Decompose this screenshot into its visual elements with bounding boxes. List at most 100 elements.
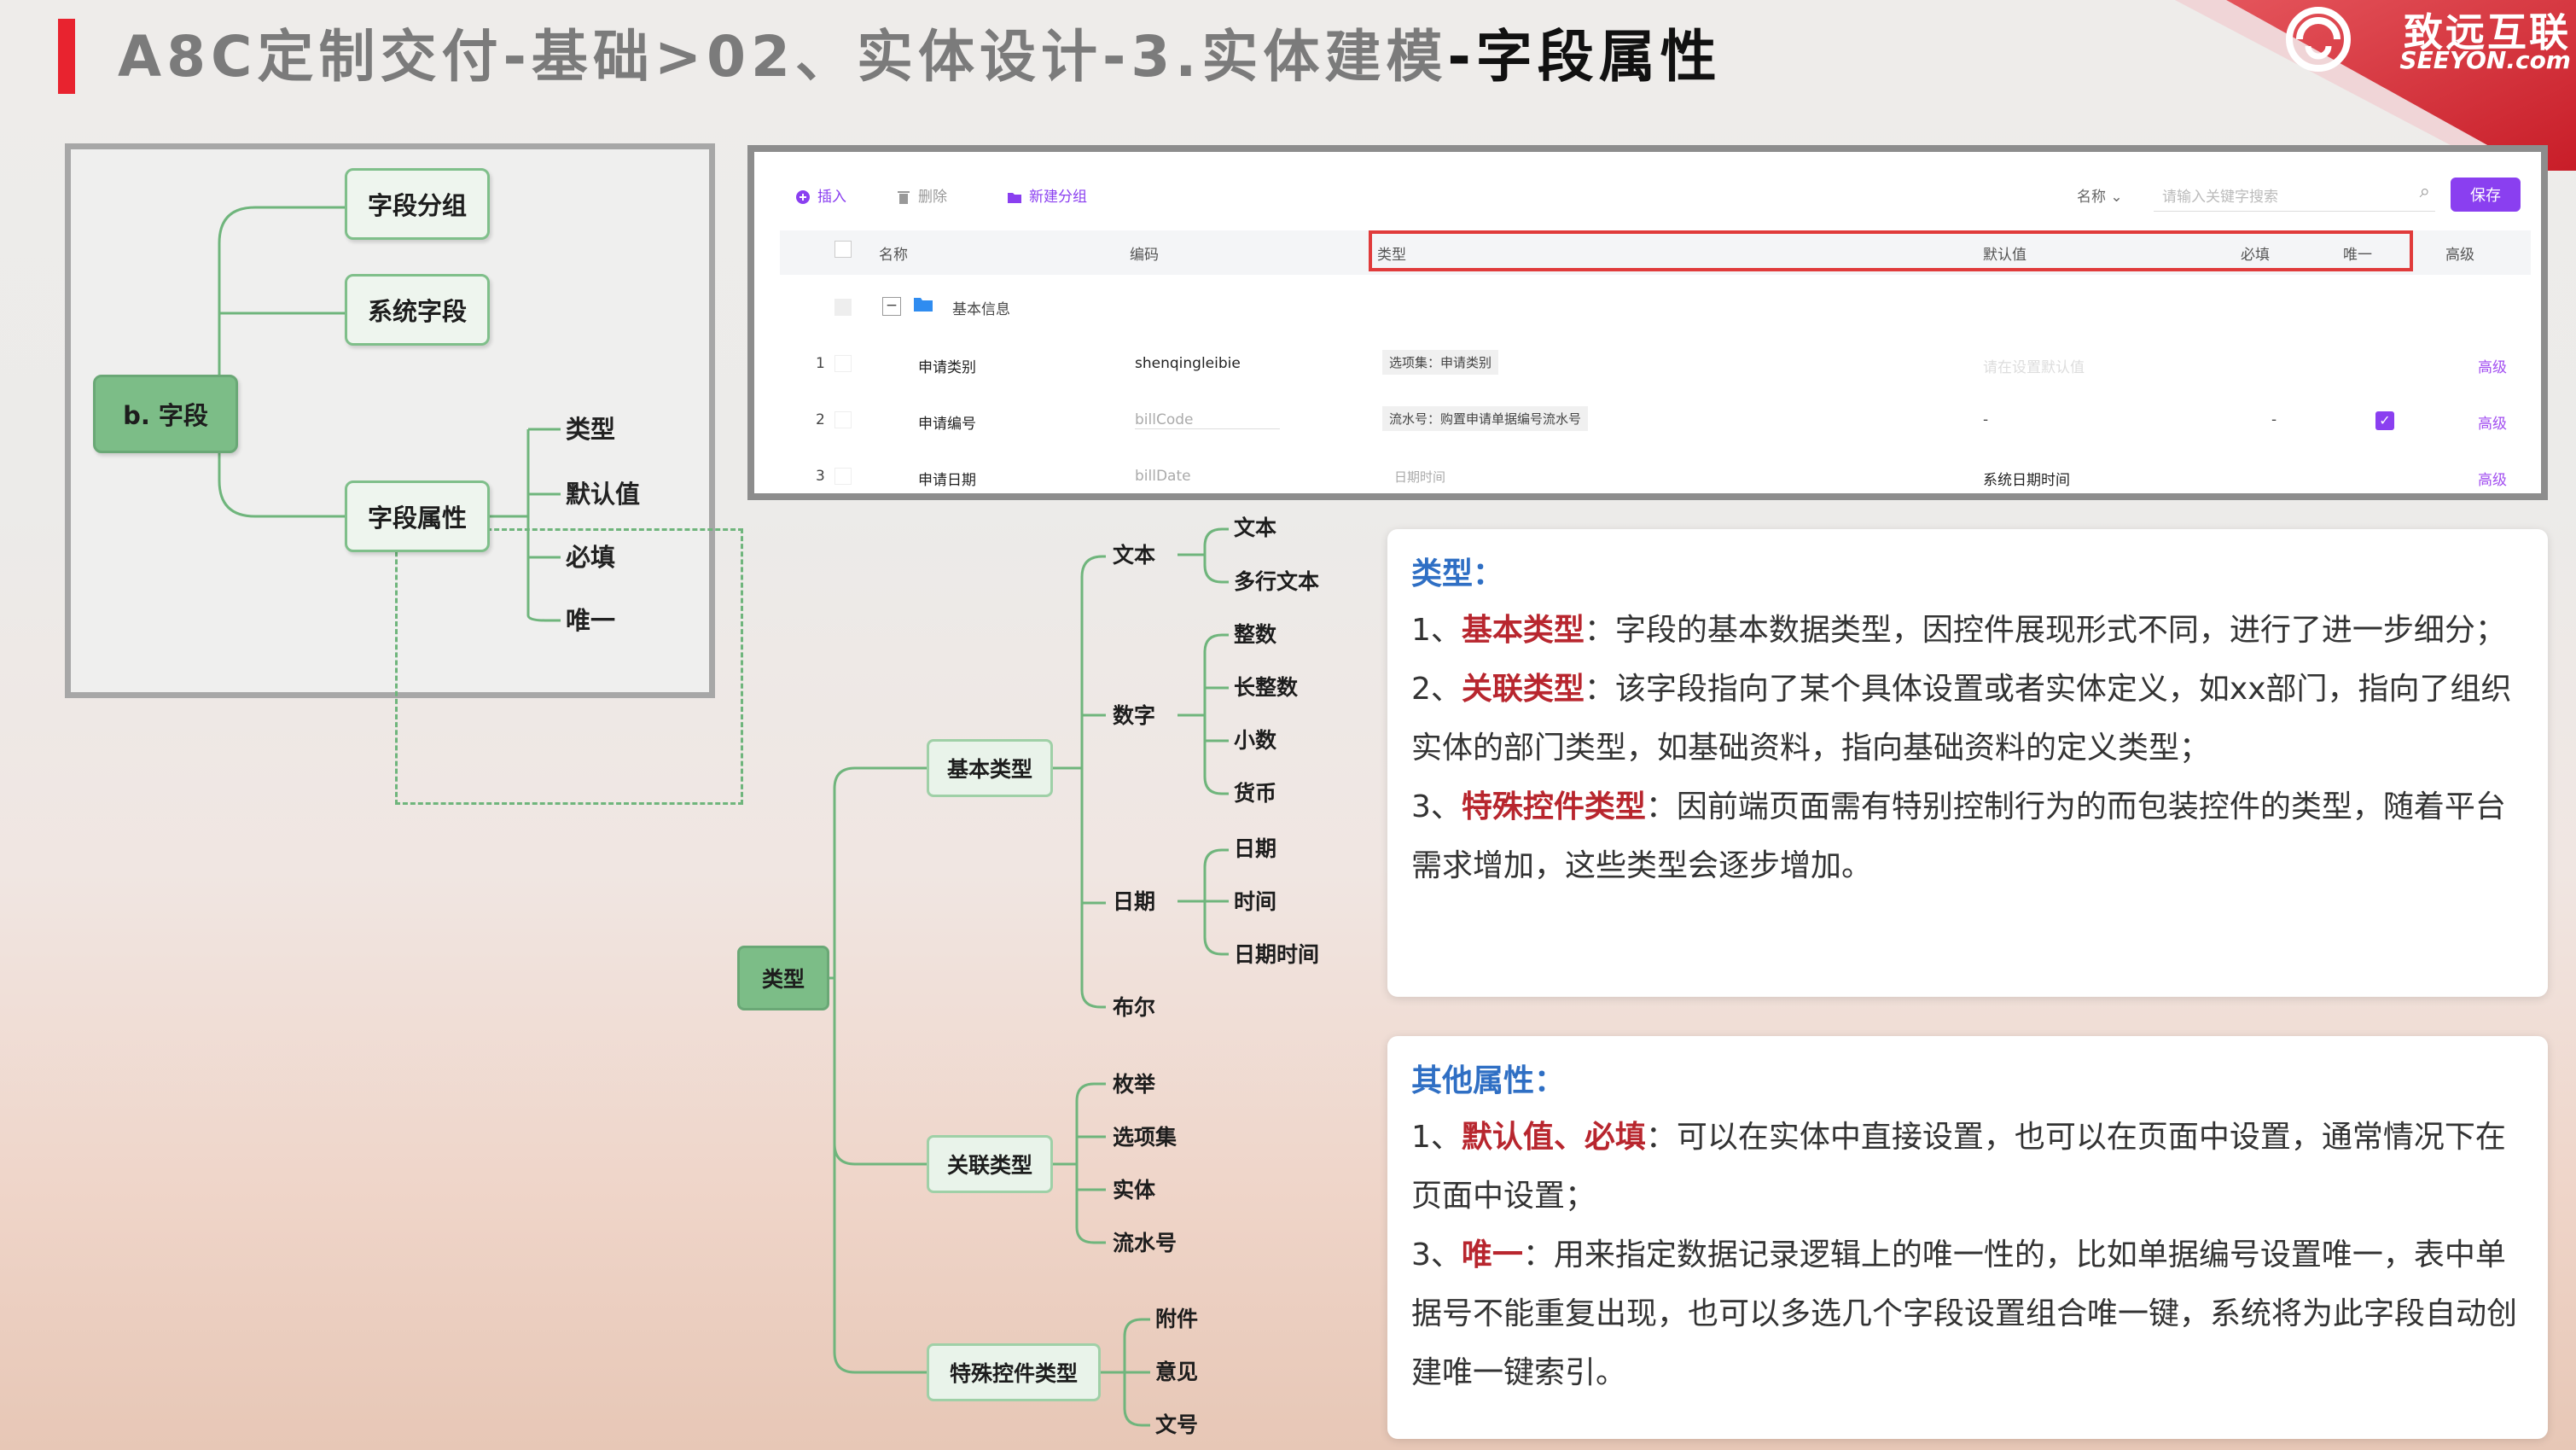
search-input[interactable]: 请输入关键字搜索 ⌕ bbox=[2154, 178, 2435, 212]
mindmap-root-field: b. 字段 bbox=[93, 375, 238, 453]
row-type-tag[interactable]: 流水号：购置申请单据编号流水号 bbox=[1382, 406, 1589, 431]
row-code: shenqingleibie bbox=[1135, 355, 1241, 372]
item-keyword: 基本类型 bbox=[1461, 613, 1585, 648]
row-advanced-link[interactable]: 高级 bbox=[2478, 472, 2507, 489]
entity-field-table-screenshot: 插入 删除 新建分组 名称 ⌄ 请输入关键字搜索 ⌕ 保存 名称 编码 类型 默认… bbox=[747, 145, 2548, 500]
item-number: 1、 bbox=[1411, 613, 1462, 648]
type-date: 日期 bbox=[1113, 889, 1156, 914]
type-node-relation: 关联类型 bbox=[927, 1135, 1053, 1193]
other-card-title: 其他属性： bbox=[1411, 1063, 1566, 1098]
row-checkbox[interactable] bbox=[834, 411, 852, 428]
col-type[interactable]: 类型 bbox=[1377, 247, 1406, 264]
row-name: 申请编号 bbox=[918, 416, 976, 433]
title-accent-bar bbox=[58, 19, 75, 94]
mindmap-node-field-attrs: 字段属性 bbox=[345, 480, 490, 552]
type-number-currency: 货币 bbox=[1234, 781, 1277, 806]
search-scope-value: 名称 bbox=[2077, 189, 2106, 206]
mindmap-node-system-field: 系统字段 bbox=[345, 274, 490, 346]
plus-circle-icon bbox=[795, 189, 811, 205]
type-text: 文本 bbox=[1113, 543, 1156, 568]
col-required[interactable]: 必填 bbox=[2241, 247, 2270, 264]
row-required[interactable]: - bbox=[2271, 411, 2277, 428]
brand-corner-decoration bbox=[2175, 0, 2576, 171]
col-advanced: 高级 bbox=[2445, 247, 2474, 264]
table-row[interactable]: 3 申请日期 billDate 日期时间 系统日期时间 高级 bbox=[780, 449, 2531, 493]
item-number: 2、 bbox=[1411, 672, 1462, 707]
insert-label: 插入 bbox=[817, 189, 846, 206]
type-number-integer: 整数 bbox=[1234, 622, 1277, 647]
folder-icon bbox=[913, 295, 933, 312]
row-default[interactable]: 请在设置默认值 bbox=[1983, 359, 2085, 376]
row-advanced-link[interactable]: 高级 bbox=[2478, 359, 2507, 376]
field-attrs-dashed-group bbox=[395, 528, 743, 805]
type-date-time: 时间 bbox=[1234, 889, 1277, 914]
row-number: 3 bbox=[816, 468, 825, 485]
item-keyword: 关联类型 bbox=[1461, 672, 1585, 707]
row-checkbox[interactable] bbox=[834, 468, 852, 485]
brand-name-cn: 致远互联 bbox=[2404, 9, 2571, 55]
type-special-docnumber: 文号 bbox=[1155, 1412, 1199, 1437]
new-group-label: 新建分组 bbox=[1029, 189, 1087, 206]
type-number: 数字 bbox=[1113, 703, 1156, 728]
mindmap-leaf-unique: 唯一 bbox=[566, 606, 616, 635]
row-number: 1 bbox=[816, 355, 825, 372]
type-relation-enum: 枚举 bbox=[1113, 1072, 1156, 1097]
other-item-2: 3、唯一：用来指定数据记录逻辑上的唯一性的，比如单据编号设置唯一，表中单据号不能… bbox=[1411, 1226, 2522, 1402]
row-advanced-link[interactable]: 高级 bbox=[2478, 416, 2507, 433]
select-all-checkbox[interactable] bbox=[834, 241, 852, 258]
mindmap-leaf-required: 必填 bbox=[566, 543, 616, 572]
type-date-date: 日期 bbox=[1234, 836, 1277, 861]
row-default[interactable]: 系统日期时间 bbox=[1983, 472, 2070, 489]
group-checkbox[interactable] bbox=[834, 299, 852, 316]
col-default[interactable]: 默认值 bbox=[1983, 247, 2026, 264]
field-mindmap-connectors bbox=[218, 206, 561, 622]
item-text: ：字段的基本数据类型，因控件展现形式不同，进行了进一步细分； bbox=[1584, 613, 2506, 648]
seeyon-logo-icon bbox=[2286, 7, 2351, 72]
item-text: ：用来指定数据记录逻辑上的唯一性的，比如单据编号设置唯一，表中单据号不能重复出现… bbox=[1411, 1237, 2518, 1390]
field-mindmap-frame: b. 字段 字段分组 系统字段 字段属性 类型 默认值 必填 唯一 bbox=[65, 143, 743, 805]
type-relation-entity: 实体 bbox=[1113, 1178, 1156, 1203]
type-special-opinion: 意见 bbox=[1155, 1360, 1199, 1384]
type-text-multiline: 多行文本 bbox=[1234, 569, 1320, 594]
table-header bbox=[780, 230, 2531, 275]
other-attrs-description-card: 其他属性： 1、默认值、必填：可以在实体中直接设置，也可以在页面中设置，通常情况… bbox=[1387, 1036, 2548, 1439]
row-checkbox[interactable] bbox=[834, 355, 852, 372]
save-button[interactable]: 保存 bbox=[2451, 178, 2521, 212]
row-default[interactable]: - bbox=[1983, 411, 1989, 428]
item-keyword: 唯一 bbox=[1461, 1237, 1523, 1272]
delete-button[interactable]: 删除 bbox=[896, 184, 947, 206]
type-tree-connectors bbox=[787, 527, 1229, 1427]
types-description-card: 类型： 1、基本类型：字段的基本数据类型，因控件展现形式不同，进行了进一步细分；… bbox=[1387, 529, 2548, 997]
unique-checkbox-checked[interactable]: ✓ bbox=[2375, 411, 2394, 430]
page-title: A8C定制交付-基础>02、实体设计-3.实体建模-字段属性 bbox=[118, 19, 1722, 96]
col-unique[interactable]: 唯一 bbox=[2343, 247, 2372, 264]
item-text: ：因前端页面需有特别控制行为的而包装控件的类型，随着平台需求增加，这些类型会逐步… bbox=[1411, 789, 2506, 883]
table-row[interactable]: 2 申请编号 billCode 流水号：购置申请单据编号流水号 - - ✓ 高级 bbox=[780, 393, 2531, 449]
table-row[interactable]: 1 申请类别 shenqingleibie 选项集：申请类别 请在设置默认值 高… bbox=[780, 336, 2531, 393]
title-suffix: -字段属性 bbox=[1447, 24, 1722, 90]
item-keyword: 默认值、必填 bbox=[1461, 1120, 1646, 1155]
row-name: 申请类别 bbox=[918, 359, 976, 376]
row-number: 2 bbox=[816, 411, 825, 428]
title-prefix: A8C定制交付-基础>02、实体设计-3.实体建模 bbox=[118, 24, 1448, 90]
type-node-basic: 基本类型 bbox=[927, 739, 1053, 797]
folder-icon bbox=[1007, 189, 1022, 205]
search-scope-select[interactable]: 名称 ⌄ bbox=[2077, 184, 2123, 206]
col-name[interactable]: 名称 bbox=[879, 247, 908, 264]
type-column-highlight bbox=[1369, 230, 2413, 271]
row-type-tag[interactable]: 选项集：申请类别 bbox=[1382, 350, 1499, 375]
item-number: 3、 bbox=[1411, 789, 1462, 824]
types-card-title: 类型： bbox=[1411, 556, 1504, 591]
type-date-datetime: 日期时间 bbox=[1234, 942, 1320, 967]
insert-button[interactable]: 插入 bbox=[795, 184, 846, 206]
brand-name-en: SEEYON.com bbox=[2399, 46, 2571, 74]
group-row: − 基本信息 bbox=[780, 280, 2531, 336]
collapse-icon[interactable]: − bbox=[882, 297, 901, 316]
search-icon: ⌕ bbox=[2419, 181, 2430, 202]
row-type-tag[interactable]: 日期时间 bbox=[1394, 469, 1446, 485]
new-group-button[interactable]: 新建分组 bbox=[1007, 184, 1087, 206]
search-placeholder: 请输入关键字搜索 bbox=[2162, 189, 2278, 206]
row-code: billDate bbox=[1135, 468, 1191, 485]
col-code[interactable]: 编码 bbox=[1130, 247, 1159, 264]
group-row-label: 基本信息 bbox=[952, 301, 1010, 318]
